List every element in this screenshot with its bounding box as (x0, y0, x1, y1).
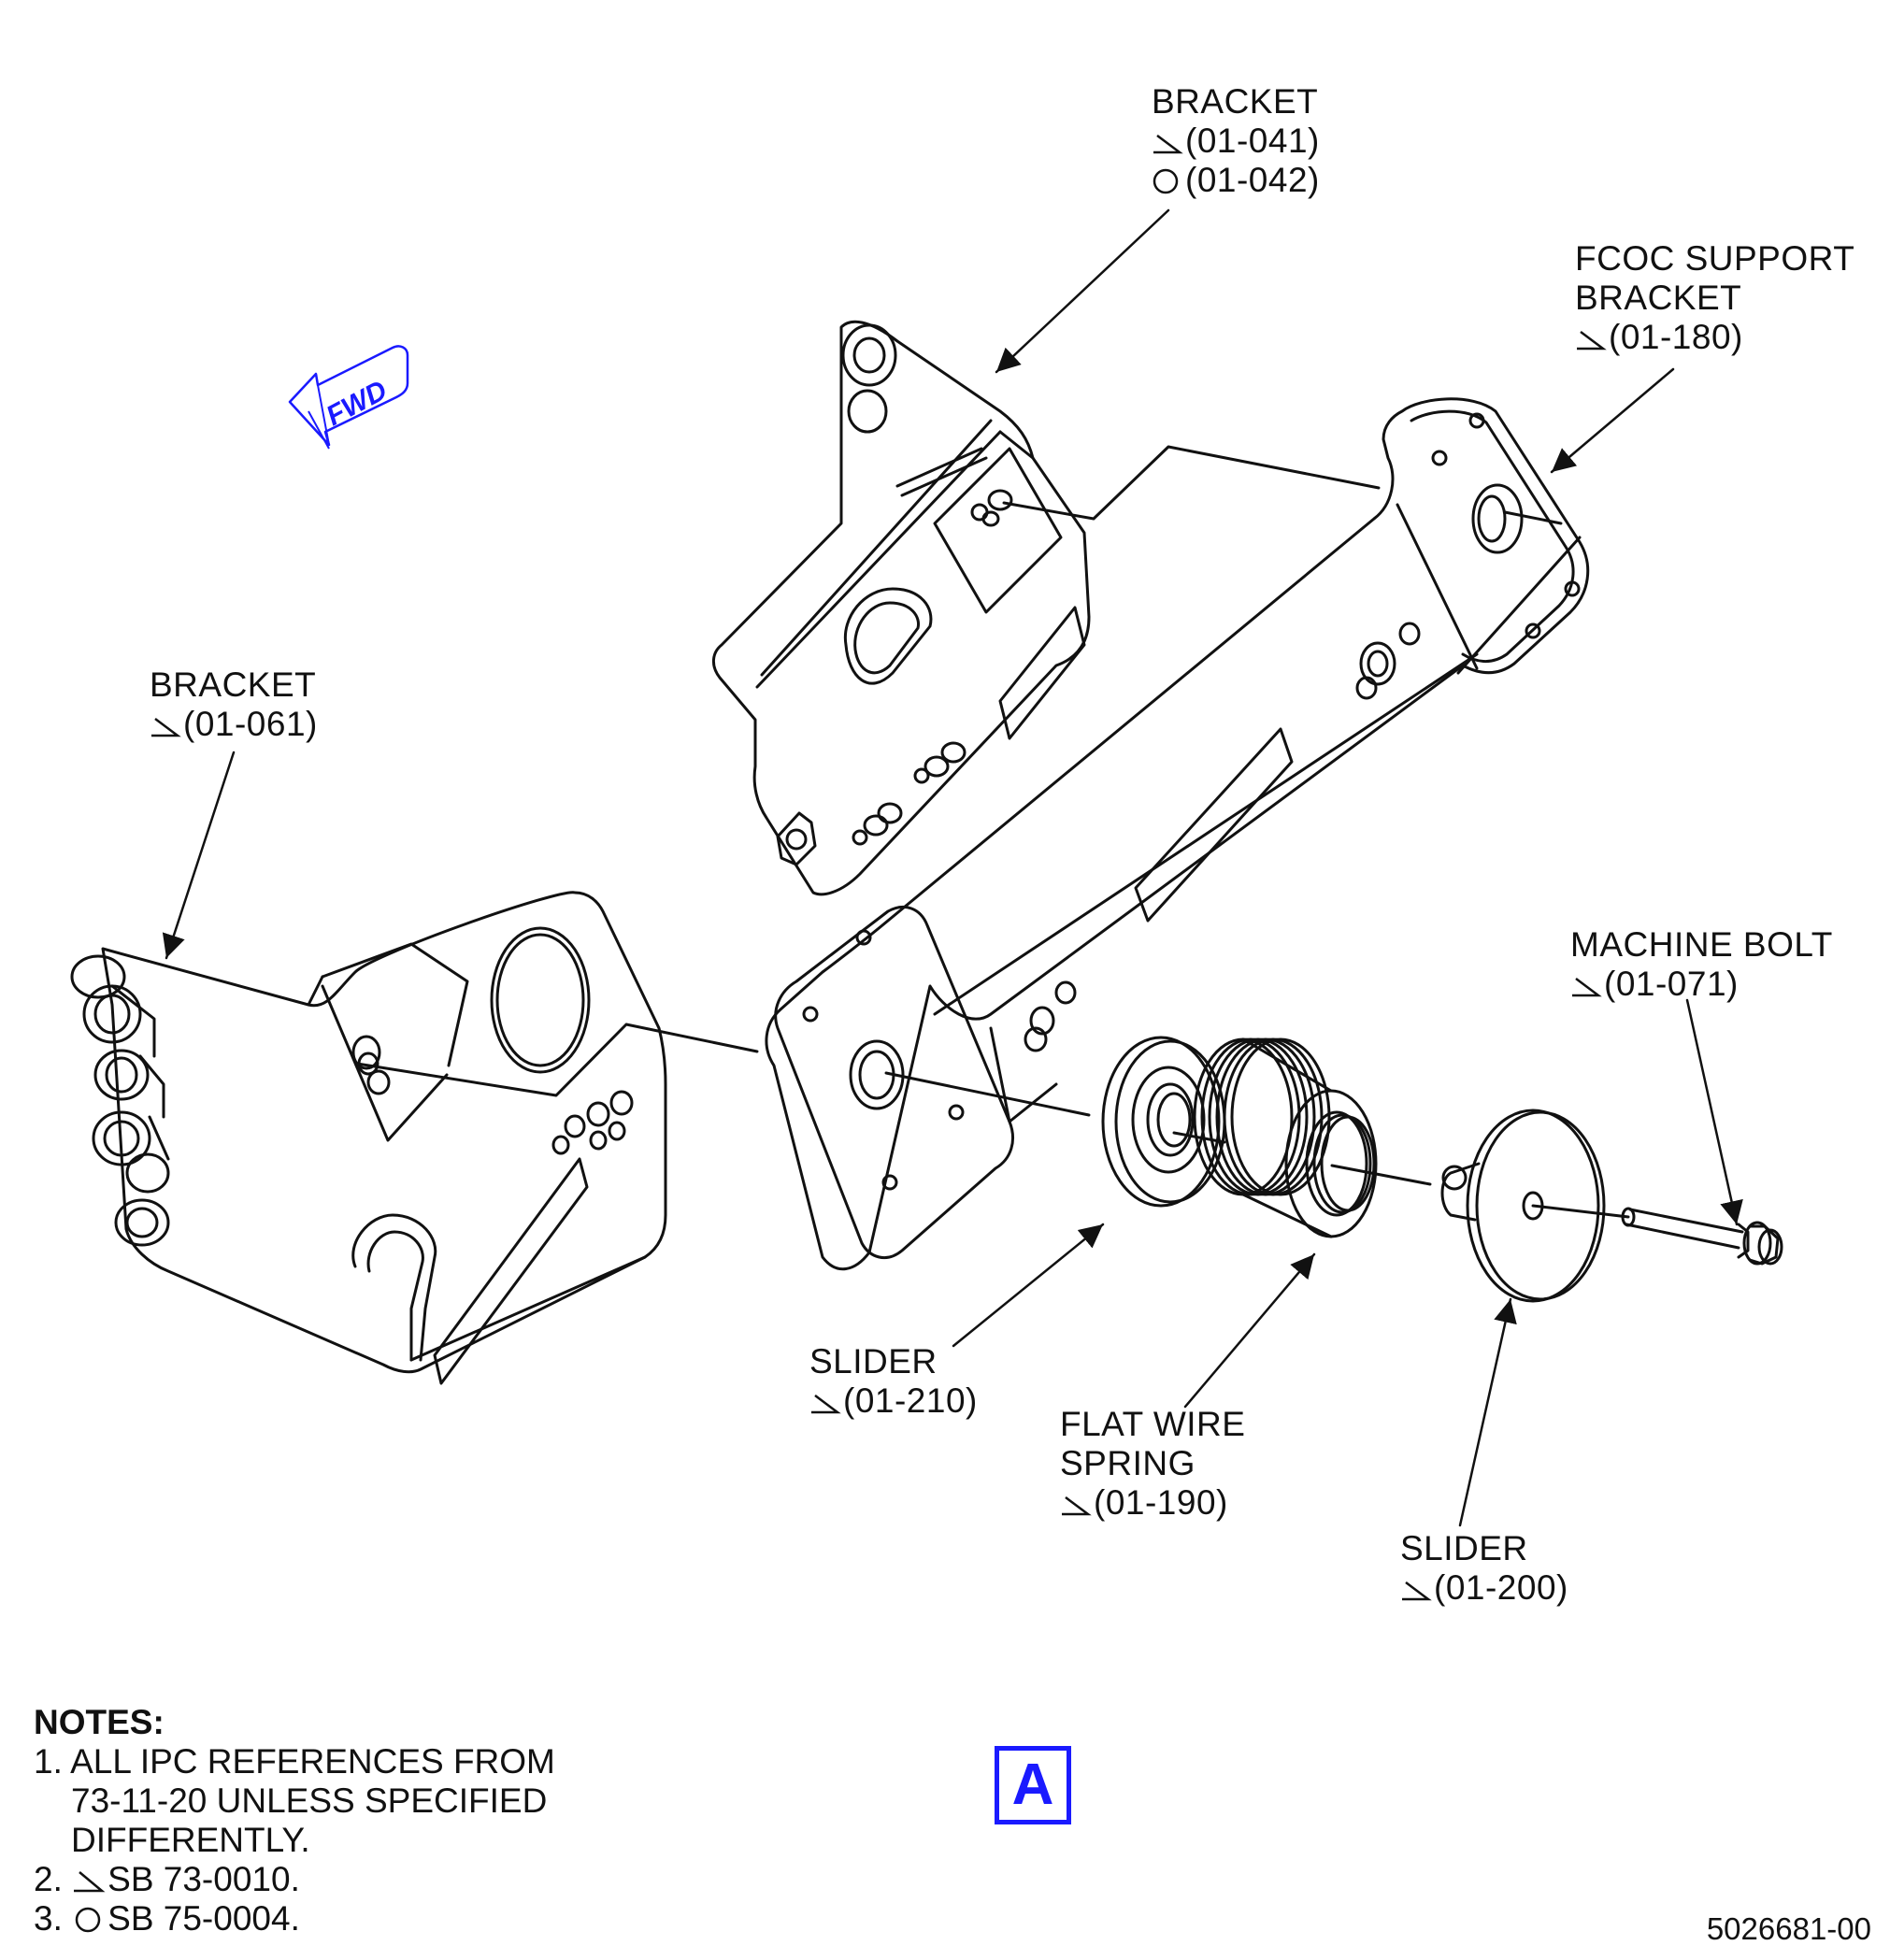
bracket-left-label: BRACKET (01-061) (150, 665, 318, 744)
bracket-upper-ref-1: (01-041) (1185, 122, 1320, 160)
bracket-upper-label: BRACKET (01-041) (01-042) (1152, 82, 1320, 200)
triangle-flag-icon (811, 1395, 841, 1414)
triangle-flag-icon (1402, 1581, 1432, 1601)
note-2-prefix: 2. (34, 1860, 63, 1898)
triangle-flag-icon (1153, 135, 1183, 154)
bracket-left-name: BRACKET (150, 665, 317, 704)
slider-210-label: SLIDER (01-210) (809, 1342, 978, 1421)
assembly-center-lines (355, 445, 1630, 1219)
fcoc-ref: (01-180) (1609, 318, 1743, 356)
note-1-line-1: 1. ALL IPC REFERENCES FROM (34, 1742, 555, 1781)
bracket-upper-part (712, 320, 1091, 896)
triangle-flag-icon (151, 718, 181, 737)
flat-wire-spring-label: FLAT WIRE SPRING (01-190) (1060, 1405, 1245, 1523)
spring-name-line1: FLAT WIRE (1060, 1405, 1246, 1443)
flat-wire-spring-part (1193, 1037, 1378, 1238)
fwd-arrow-icon: FWD (288, 345, 409, 450)
note-3-text: SB 75-0004. (107, 1899, 300, 1938)
machine-bolt-part (1621, 1207, 1783, 1266)
fcoc-support-bracket-part (765, 397, 1590, 1271)
spring-ref: (01-190) (1094, 1483, 1228, 1522)
note-2-text: SB 73-0010. (107, 1860, 300, 1898)
note-1-line-3: DIFFERENTLY. (71, 1821, 310, 1859)
machine-bolt-name: MACHINE BOLT (1570, 925, 1833, 964)
slider-200-name: SLIDER (1400, 1529, 1528, 1567)
spring-name-line2: SPRING (1060, 1444, 1196, 1482)
notes-heading: NOTES: (34, 1703, 165, 1741)
triangle-flag-icon (74, 1871, 106, 1893)
bracket-left-ref: (01-061) (183, 705, 318, 743)
fwd-label: FWD (322, 375, 393, 432)
view-label-box: A (995, 1746, 1071, 1824)
fcoc-name-line2: BRACKET (1575, 279, 1742, 317)
machine-bolt-label: MACHINE BOLT (01-071) (1570, 925, 1833, 1004)
fcoc-name-line1: FCOC SUPPORT (1575, 239, 1855, 278)
notes-block: NOTES: 1. ALL IPC REFERENCES FROM 73-11-… (34, 1703, 555, 1939)
slider-210-part (1101, 1036, 1226, 1208)
bracket-left-part (70, 891, 667, 1385)
slider-210-ref: (01-210) (843, 1381, 978, 1420)
machine-bolt-ref: (01-071) (1604, 965, 1739, 1003)
circle-flag-icon (75, 1907, 101, 1933)
leader-lines (162, 208, 1743, 1527)
note-3-prefix: 3. (34, 1899, 63, 1938)
slider-210-name: SLIDER (809, 1342, 938, 1381)
note-1-line-2: 73-11-20 UNLESS SPECIFIED (71, 1781, 548, 1820)
triangle-flag-icon (1062, 1496, 1092, 1516)
bracket-upper-name: BRACKET (1152, 82, 1319, 121)
note-2: 2. SB 73-0010. (34, 1860, 555, 1899)
bracket-upper-ref-2: (01-042) (1185, 161, 1320, 199)
fcoc-support-bracket-label: FCOC SUPPORT BRACKET (01-180) (1575, 239, 1854, 357)
circle-flag-icon (1153, 168, 1179, 194)
triangle-flag-icon (1572, 978, 1602, 997)
slider-200-part (1440, 1109, 1606, 1303)
slider-200-label: SLIDER (01-200) (1400, 1529, 1568, 1608)
triangle-flag-icon (1577, 331, 1607, 351)
note-3: 3. SB 75-0004. (34, 1899, 555, 1939)
slider-200-ref: (01-200) (1434, 1568, 1568, 1607)
figure-number: 5026681-00 (1706, 1911, 1871, 1946)
